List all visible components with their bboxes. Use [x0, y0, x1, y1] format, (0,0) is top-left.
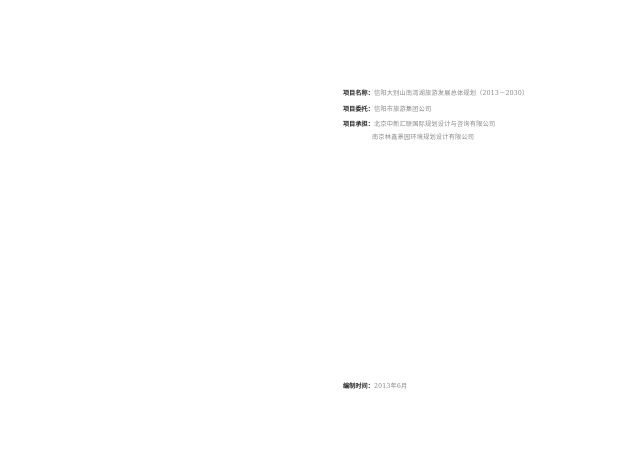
project-undertaker-value-2: 南京林鑫景园环境规划设计有限公司	[372, 134, 475, 141]
project-undertaker-row-2: 南京林鑫景园环境规划设计有限公司	[372, 134, 474, 142]
project-undertaker-value-1: 北京中新汇联国际规划设计与咨询有限公司	[373, 121, 496, 128]
project-name-row: 项目名称：信阳大别山南湾湖旅游发展总体规划（2013－2030）	[343, 90, 528, 98]
compile-date-label: 编制时间：	[343, 383, 374, 390]
project-name-label: 项目名称：	[343, 90, 374, 97]
compile-date-row: 编制时间：2013年6月	[343, 383, 407, 391]
project-name-value: 信阳大别山南湾湖旅游发展总体规划（2013－2030）	[373, 90, 529, 97]
project-client-value: 信阳市旅游集团公司	[373, 106, 432, 113]
project-undertaker-label: 项目承担：	[343, 121, 374, 128]
project-client-label: 项目委托：	[343, 106, 374, 113]
project-undertaker-row: 项目承担：北京中新汇联国际规划设计与咨询有限公司	[343, 121, 495, 129]
project-client-row: 项目委托：信阳市旅游集团公司	[343, 106, 431, 114]
compile-date-value: 2013年6月	[373, 383, 408, 390]
